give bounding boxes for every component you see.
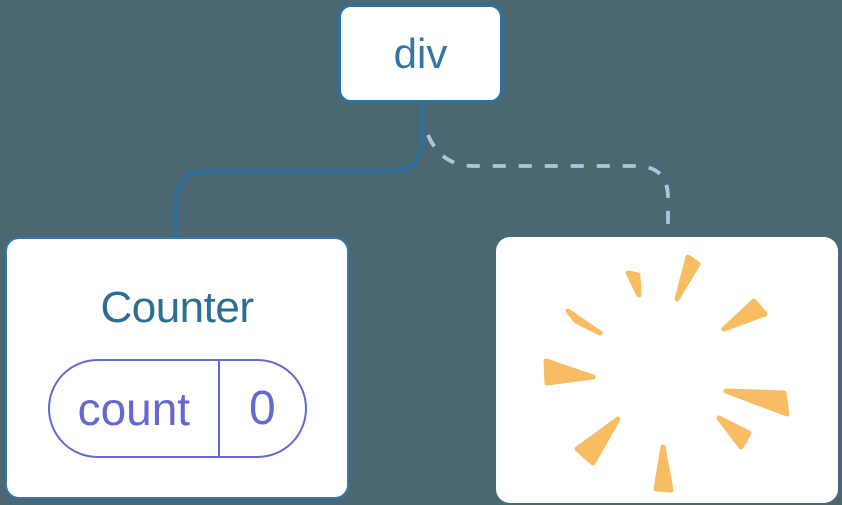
root-node-label: div bbox=[393, 29, 448, 77]
counter-title: Counter bbox=[100, 283, 254, 332]
poof-ray bbox=[625, 270, 642, 298]
state-value-label: 0 bbox=[248, 382, 276, 435]
poof-ray bbox=[574, 416, 621, 466]
state-pill: count 0 bbox=[47, 359, 307, 458]
poof-ray bbox=[653, 444, 674, 493]
poof-ray bbox=[674, 254, 701, 302]
poof-ray bbox=[723, 388, 790, 417]
dashed-connector bbox=[426, 134, 670, 236]
poof-ray bbox=[716, 415, 752, 450]
root-node-div: div bbox=[338, 4, 503, 103]
removed-component-card bbox=[496, 237, 838, 503]
poof-ray bbox=[721, 298, 768, 332]
counter-component-card: Counter count 0 bbox=[5, 237, 349, 499]
state-key-label: count bbox=[50, 361, 221, 456]
poof-ray bbox=[565, 308, 603, 336]
poof-burst-icon bbox=[543, 254, 790, 493]
solid-connector bbox=[174, 99, 424, 240]
poof-ray bbox=[543, 358, 596, 386]
